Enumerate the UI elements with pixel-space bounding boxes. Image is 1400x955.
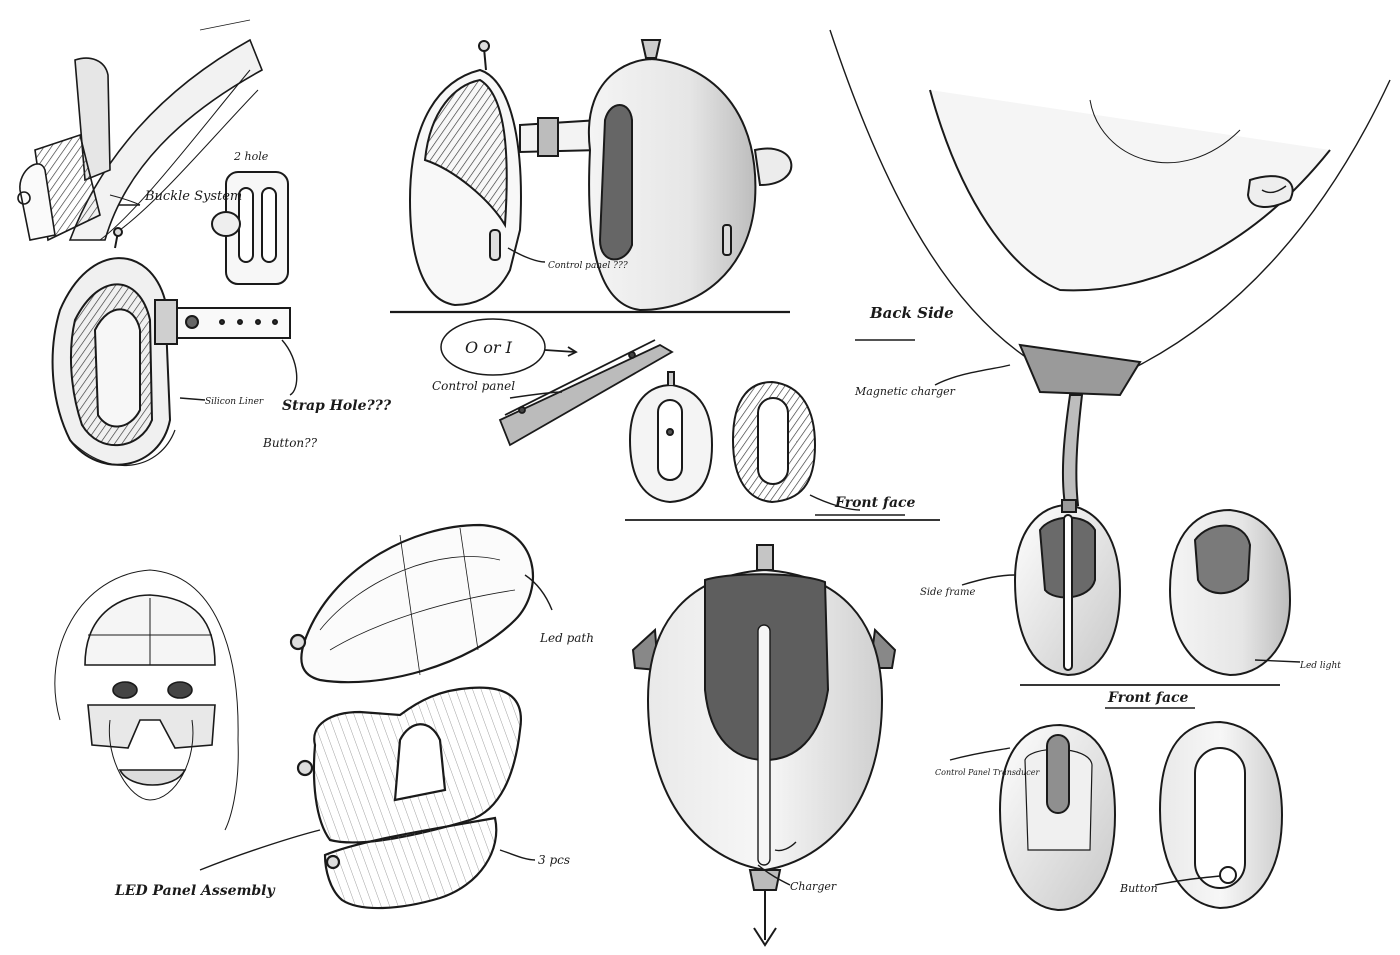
- label-button-top: Button??: [262, 436, 318, 450]
- label-side-frame: Side frame: [920, 587, 975, 598]
- side-frame-pair-sketch: [1013, 499, 1292, 686]
- label-silicon-liner: Silicon Liner: [205, 397, 264, 407]
- front-face-pair-sketch: [625, 371, 940, 521]
- label-two-hole: 2 hole: [233, 150, 269, 163]
- label-control-panel-right: Control Panel Transducer: [935, 768, 1041, 777]
- label-charger: Charger: [790, 880, 837, 893]
- label-led-panel: LED Panel Assembly: [114, 883, 275, 899]
- label-front-face-right: Front face: [1107, 690, 1189, 706]
- annotations: Buckle System 2 hole Silicon Liner Strap…: [114, 150, 1341, 899]
- side-view-shells-sketch: [390, 39, 793, 314]
- label-shape-option: O or I: [465, 338, 513, 357]
- label-button-bottom-right: Button: [1119, 882, 1158, 895]
- label-back-side: Back Side: [869, 304, 954, 322]
- front-face-bottom-pair-sketch: [998, 720, 1284, 912]
- back-side-closeup-sketch: [829, 29, 1391, 506]
- leader-lines: [118, 204, 1301, 886]
- two-hole-buckle: [211, 171, 289, 285]
- label-control-panel-top: Control panel ???: [548, 261, 628, 271]
- control-panel-detail-sketch: [440, 318, 674, 447]
- label-buckle-system: Buckle System: [144, 189, 242, 204]
- exploded-assembly-sketch: [289, 523, 535, 910]
- label-parts: 3 pcs: [538, 853, 570, 867]
- label-strap-hole: Strap Hole???: [282, 398, 392, 414]
- label-led-light: Led light: [1299, 661, 1341, 671]
- large-shell-render: [631, 544, 897, 947]
- label-magnetic-charger: Magnetic charger: [854, 385, 956, 398]
- label-front-face-middle: Front face: [834, 495, 916, 511]
- buckle-system-sketch: [17, 19, 264, 242]
- face-with-mask-sketch: [54, 569, 239, 831]
- label-led-path: Led path: [539, 631, 594, 645]
- mask-with-strap-sketch: [51, 227, 291, 466]
- label-control-panel-side: Control panel: [432, 379, 515, 393]
